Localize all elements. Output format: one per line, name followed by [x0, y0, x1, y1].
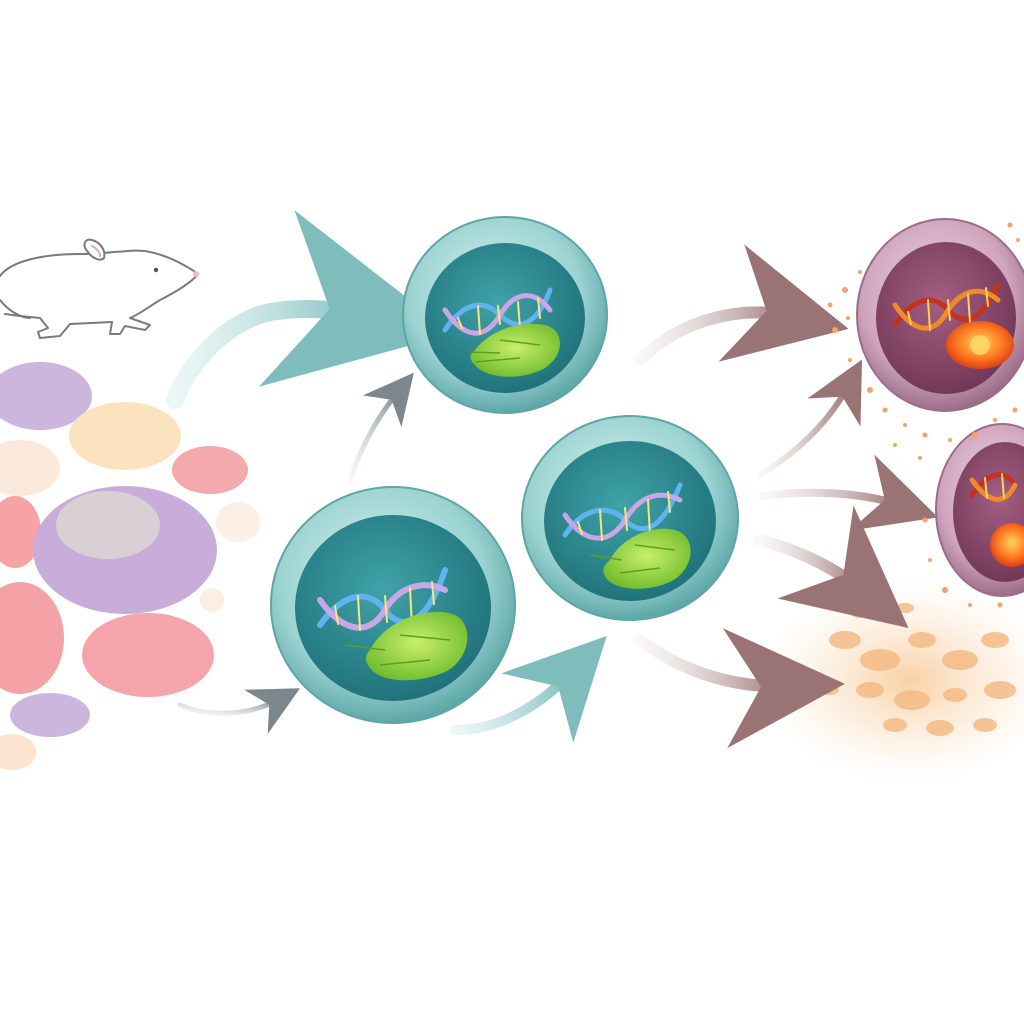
- mitochondrion-icon: [469, 323, 560, 377]
- dna-icon: [562, 482, 683, 541]
- arrow-to-stressed-top-from-right: [757, 359, 863, 478]
- arrow-bottom-cell-to-right-cell: [450, 636, 607, 743]
- tissue-blob: [200, 588, 224, 612]
- dna-icon: [892, 282, 1001, 331]
- mouse-icon: [0, 238, 199, 339]
- arrow-to-release-upper: [754, 505, 909, 628]
- arrow-to-stressed-right: [758, 454, 939, 531]
- tissue-blob: [0, 440, 60, 496]
- particle-release-cloud: [760, 580, 1024, 780]
- dna-icon: [317, 567, 448, 631]
- arrows-to-stressed: [634, 244, 939, 749]
- arrow-to-release-lower: [634, 628, 845, 749]
- tissue-blob: [82, 613, 214, 697]
- healthy-cell-right: [521, 415, 739, 621]
- mitochondrion-icon: [990, 523, 1024, 567]
- tissue-blob: [0, 582, 64, 694]
- tissue-blob: [10, 693, 90, 737]
- healthy-cell-bottom: [270, 486, 516, 724]
- arrow-source-to-top-cell: [166, 210, 454, 409]
- arrow-to-stressed-top: [634, 244, 849, 366]
- dna-icon: [969, 472, 1018, 502]
- tissue-blob: [69, 402, 181, 470]
- tissue-blob: [216, 502, 260, 542]
- tissue-blob: [172, 446, 248, 494]
- arrows-to-healthy: [166, 210, 607, 743]
- stressed-cell-right: [935, 423, 1024, 597]
- mitochondrion-icon: [344, 611, 468, 681]
- healthy-cell-top: [402, 216, 608, 414]
- mitochondrion-icon: [589, 528, 691, 589]
- tissue-blob: [0, 362, 92, 430]
- tissue-blob: [0, 496, 41, 568]
- arrow-bottom-cell-to-top-cell: [347, 372, 414, 483]
- released-particles: [827, 222, 1020, 608]
- mitochondrion-icon: [946, 321, 1014, 369]
- tissue-cell-cluster: [0, 362, 260, 770]
- stressed-cell-top: [856, 218, 1024, 412]
- dna-icon: [442, 287, 553, 336]
- arrow-source-to-bottom-cell: [177, 688, 301, 734]
- tissue-blob: [0, 734, 36, 770]
- tissue-blob: [56, 491, 160, 559]
